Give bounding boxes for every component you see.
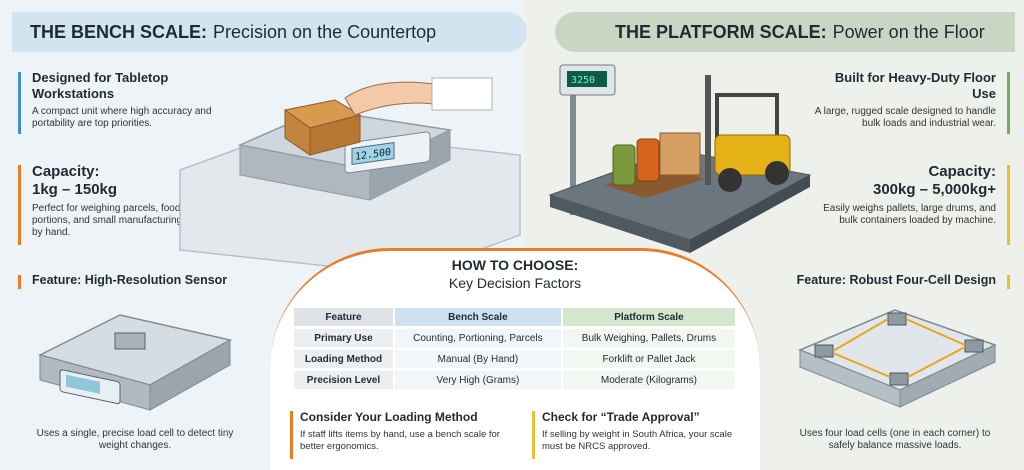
cardboard-boxes [659, 132, 701, 176]
table-row: Loading Method Manual (By Hand) Forklift… [294, 350, 735, 368]
load-cell-block [114, 332, 146, 350]
key-factors-subtitle: Key Decision Factors [448, 275, 582, 291]
table-row: Primary Use Counting, Portioning, Parcel… [294, 329, 735, 347]
load-cell-2 [887, 312, 907, 326]
bench-display-screen [351, 141, 395, 165]
column-header-feature: Feature [294, 308, 393, 326]
platform-built-body: A large, rugged scale designed to handle… [814, 106, 996, 129]
yellow-accent-bar [1007, 275, 1010, 289]
bench-feature-title: Feature: High-Resolution Sensor [32, 273, 228, 287]
trade-approval-tip-body: If selling by weight in South Africa, yo… [542, 429, 733, 452]
platform-header-bold: THE PLATFORM SCALE: [615, 21, 827, 42]
trade-approval-tip: Check for “Trade Approval” If selling by… [532, 409, 742, 459]
how-to-choose-panel: HOW TO CHOOSE: Key Decision Factors Feat… [270, 248, 760, 470]
bench-designed-body: A compact unit where high accuracy and p… [32, 106, 212, 129]
loading-method-tip-title: Consider Your Loading Method [300, 410, 478, 424]
platform-feature-block: Feature: Robust Four-Cell Design [760, 273, 1010, 289]
platform-header-rest: Power on the Floor [832, 21, 985, 42]
column-header-bench: Bench Scale [394, 308, 561, 326]
table-cell: Forklift or Pallet Jack [562, 350, 735, 368]
table-cell: Bulk Weighing, Pallets, Drums [562, 329, 735, 347]
bench-scale-illustration: 12.500 [179, 77, 521, 275]
parcel-right [309, 114, 361, 156]
drum-orange [636, 138, 660, 182]
indicator-pole [570, 65, 576, 215]
table-cell: Precision Level [294, 371, 393, 389]
table-cell: Counting, Portioning, Parcels [394, 329, 561, 347]
column-header-platform: Platform Scale [562, 308, 735, 326]
platform-scale-illustration: 3250 [548, 64, 812, 253]
bench-designed-block: Designed for Tabletop Workstations A com… [18, 70, 218, 134]
platform-display-reading: 3250 [571, 75, 595, 86]
platform-capacity-body: Easily weighs pallets, large drums, and … [823, 203, 996, 226]
table-header-row: Feature Bench Scale Platform Scale [294, 308, 735, 326]
platform-feature-title: Feature: Robust Four-Cell Design [796, 273, 996, 287]
table-row: Precision Level Very High (Grams) Modera… [294, 371, 735, 389]
load-cell-wiring [832, 318, 966, 378]
platform-feature-caption: Uses four load cells (one in each corner… [799, 428, 991, 451]
bench-capacity-title: Capacity: [32, 163, 100, 180]
comparison-table: Feature Bench Scale Platform Scale Prima… [292, 305, 737, 392]
load-cell-1 [814, 344, 834, 358]
sleeve-shape [431, 77, 493, 111]
load-cell-3 [964, 339, 984, 353]
small-display-screen [66, 374, 100, 394]
bench-capacity-value: 1kg – 150kg [32, 181, 118, 198]
platform-header: THE PLATFORM SCALE: Power on the Floor [555, 12, 1015, 52]
bench-header-rest: Precision on the Countertop [213, 21, 437, 42]
four-cell-deck-side [899, 344, 996, 408]
green-accent-bar [1007, 72, 1010, 134]
table-cell: Primary Use [294, 329, 393, 347]
platform-capacity-block: Capacity: 300kg – 5,000kg+ Easily weighs… [810, 163, 1010, 245]
table-cell: Manual (By Hand) [394, 350, 561, 368]
bench-base-side [149, 339, 231, 411]
trade-approval-tip-title: Check for “Trade Approval” [542, 410, 700, 424]
table-cell: Moderate (Kilograms) [562, 371, 735, 389]
drum-green [612, 144, 636, 186]
table-cell: Very High (Grams) [394, 371, 561, 389]
bench-display-reading: 12.500 [355, 147, 391, 163]
bench-capacity-body: Perfect for weighing parcels, food porti… [32, 203, 208, 238]
bench-header: THE BENCH SCALE: Precision on the Counte… [12, 12, 527, 52]
platform-capacity-value: 300kg – 5,000kg+ [872, 181, 996, 198]
orange-accent-bar [18, 165, 21, 245]
bench-feature-block: Feature: High-Resolution Sensor [18, 273, 258, 289]
loading-method-tip-body: If staff lifts items by hand, use a benc… [300, 429, 500, 452]
platform-capacity-title: Capacity: [928, 163, 996, 180]
four-cell-illustration [798, 309, 997, 408]
forklift-wheel-front [718, 168, 742, 192]
hand-shape [344, 81, 441, 116]
bench-designed-title: Designed for Tabletop Workstations [32, 70, 169, 101]
table-cell: Loading Method [294, 350, 393, 368]
bench-feature-caption: Uses a single, precise load cell to dete… [36, 428, 234, 451]
yellow-accent-bar [1007, 165, 1010, 245]
loading-method-tip: Consider Your Loading Method If staff li… [290, 409, 500, 459]
blue-accent-bar [18, 72, 21, 134]
load-cell-4 [889, 372, 909, 386]
platform-deck-front [550, 195, 690, 253]
orange-accent-bar [18, 275, 21, 289]
bench-capacity-block: Capacity: 1kg – 150kg Perfect for weighi… [18, 163, 218, 245]
orange-accent-bar [290, 411, 293, 459]
indicator-screen [567, 71, 607, 87]
forklift-wheel-rear [765, 161, 789, 185]
single-cell-illustration [37, 314, 233, 411]
forklift-mast [705, 75, 711, 185]
yellow-accent-bar [532, 411, 535, 459]
platform-built-block: Built for Heavy-Duty Floor Use A large, … [810, 70, 1010, 134]
bench-header-bold: THE BENCH SCALE: [30, 21, 208, 42]
platform-deck-side [690, 175, 810, 253]
how-to-choose-title: HOW TO CHOOSE: [451, 257, 579, 273]
platform-built-title: Built for Heavy-Duty Floor Use [834, 70, 996, 101]
